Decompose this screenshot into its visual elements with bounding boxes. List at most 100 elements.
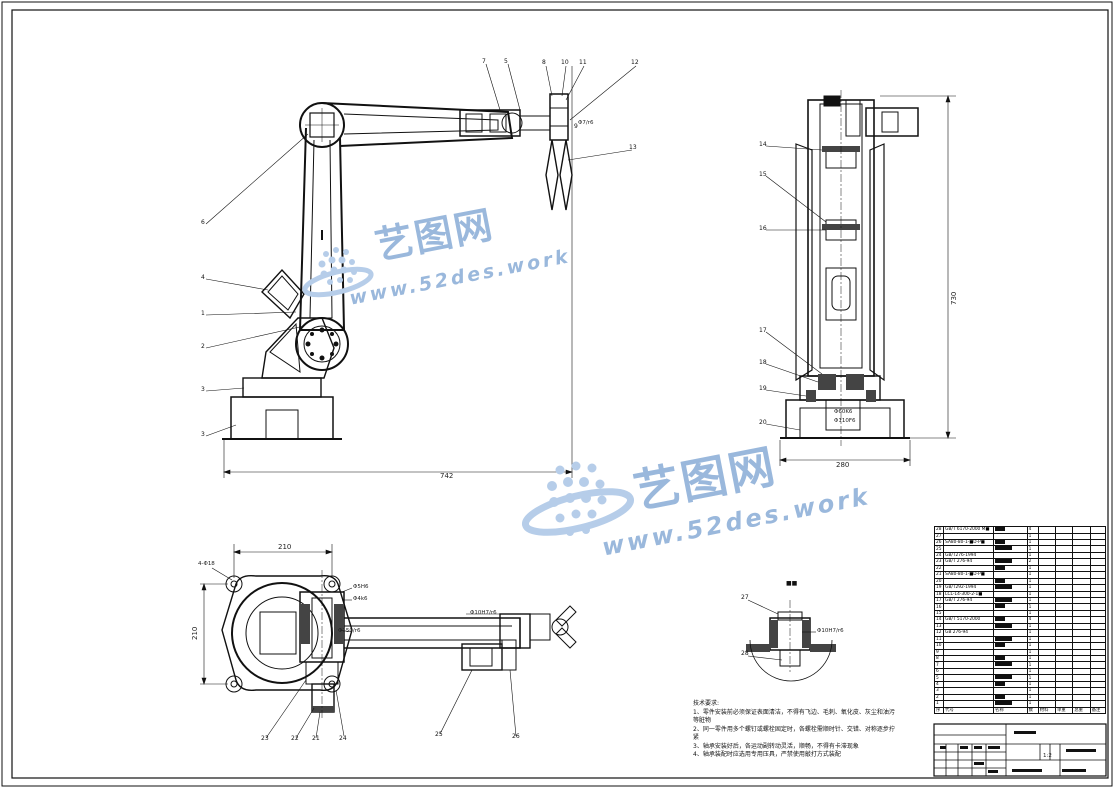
part-label-19: 19: [759, 385, 767, 392]
part-label-14: 14: [759, 141, 767, 148]
bom-cell-remark: [1089, 616, 1107, 624]
bom-cell-code: [943, 635, 995, 644]
bom-header-cell: 序: [933, 706, 945, 714]
redaction-bar: [995, 527, 1006, 531]
redaction-bar: [995, 636, 1013, 641]
bom-cell-no: 24: [933, 551, 945, 560]
part-label-21: 21: [312, 735, 320, 742]
top-view: [200, 544, 577, 739]
bom-cell-remark: [1089, 693, 1107, 702]
bom-cell-code: SA80-80-1-■D-P■: [943, 571, 995, 579]
bom-cell-code: GB/T 5170-2000: [943, 616, 995, 624]
bom-header-cell: 材料: [1037, 706, 1057, 714]
part-label-15: 15: [759, 171, 767, 178]
side-fit-label-1: Φ60K6: [834, 409, 853, 415]
bom-cell-code: SA80-80-1-■D-P■: [943, 538, 995, 547]
bom-cell-remark: [1089, 551, 1107, 560]
redaction-bar: [995, 540, 1006, 544]
part-label-28: 28: [741, 650, 749, 657]
redaction-bar: [995, 598, 1013, 602]
part-label-20: 20: [759, 419, 767, 426]
side-base-dimension: 280: [836, 461, 850, 469]
bom-cell-remark: [1089, 558, 1107, 566]
inner-border: [11, 9, 1109, 779]
bom-cell-no: 21: [933, 571, 945, 579]
part-label-3: 3: [201, 386, 205, 393]
bom-cell-no: 12: [933, 629, 945, 637]
side-fit-label-2: Φ110F6: [834, 418, 856, 424]
part-label-26: 26: [512, 733, 520, 740]
bom-header-cell: 单重: [1055, 706, 1074, 714]
bom-cell-remark: [1089, 590, 1107, 598]
title-block-scale: 1:2: [1043, 753, 1052, 759]
part-label-17: 17: [759, 327, 767, 334]
redaction-bar: [995, 624, 1013, 628]
part-label-6: 6: [201, 219, 205, 226]
bom-cell-no: 5: [933, 674, 945, 682]
side-view: [765, 90, 956, 466]
front-fit-label: Φ7/r6: [578, 120, 594, 126]
bom-cell-code: [943, 654, 995, 663]
bom-header-cell: 备注: [1089, 706, 1107, 714]
bom-cell-no: 11: [933, 635, 945, 644]
notes-title: 技术要求:: [693, 700, 720, 707]
bom-cell-remark: [1089, 577, 1107, 585]
redaction-bar: [995, 662, 1013, 667]
redaction-bar: [995, 566, 1006, 570]
bom-cell-code: [943, 532, 995, 540]
part-label-7: 7: [482, 58, 486, 65]
title-block-lines: [933, 723, 1107, 777]
top-height-dimension: 210: [191, 626, 199, 640]
bom-cell-remark: [1089, 596, 1107, 605]
bom-cell-no: 23: [933, 558, 945, 566]
part-label-16: 16: [759, 225, 767, 232]
bom-cell-no: 17: [933, 596, 945, 605]
redaction-bar: [995, 682, 1006, 686]
title-block-fills: [940, 731, 1096, 773]
part-label-10: 10: [561, 59, 569, 66]
bom-cell-no: 14: [933, 616, 945, 624]
bom-cell-remark: [1089, 532, 1107, 540]
watermark-globe-upper: [302, 247, 374, 298]
bom-header-cell: 数: [1026, 706, 1039, 714]
bom-cell-code: GB/T276-1994: [943, 551, 995, 560]
redaction-bar: [995, 585, 1013, 590]
bom-cell-remark: [1089, 609, 1107, 618]
top-fit-label-1: Φ5H6: [353, 584, 369, 590]
bom-header-row: 序代号名称数材料单重总重备注: [933, 706, 1107, 714]
bom-cell-no: 9: [933, 648, 945, 656]
front-overall-dimension: 742: [440, 472, 454, 480]
bom-cell-code: [943, 667, 995, 676]
bom-cell-remark: [1089, 667, 1107, 676]
redaction-bar: [995, 643, 1006, 648]
bom-cell-remark: [1089, 629, 1107, 637]
bom-cell-no: 26: [933, 538, 945, 547]
bom-cell-no: 18: [933, 590, 945, 598]
bom-cell-code: [943, 693, 995, 702]
part-label-4: 4: [201, 274, 205, 281]
part-label-8: 8: [542, 59, 546, 66]
part-label-1: 1: [201, 310, 205, 317]
bom-cell-no: 15: [933, 609, 945, 618]
bom-cell-no: 2: [933, 693, 945, 702]
bom-cell-code: GB/T 276-94: [943, 596, 995, 605]
detail-fit-label: Φ10H7/r6: [817, 628, 844, 634]
redaction-bar: [995, 701, 1013, 706]
bom-cell-remark: [1089, 648, 1107, 656]
watermark-globe-lower: [521, 461, 635, 536]
technical-requirements: 技术要求: 1、零件安装前必须保证表面清洁，不得有飞边、毛刺、氧化皮、灰尘和油污…: [693, 700, 898, 760]
redaction-bar: [995, 546, 1013, 551]
